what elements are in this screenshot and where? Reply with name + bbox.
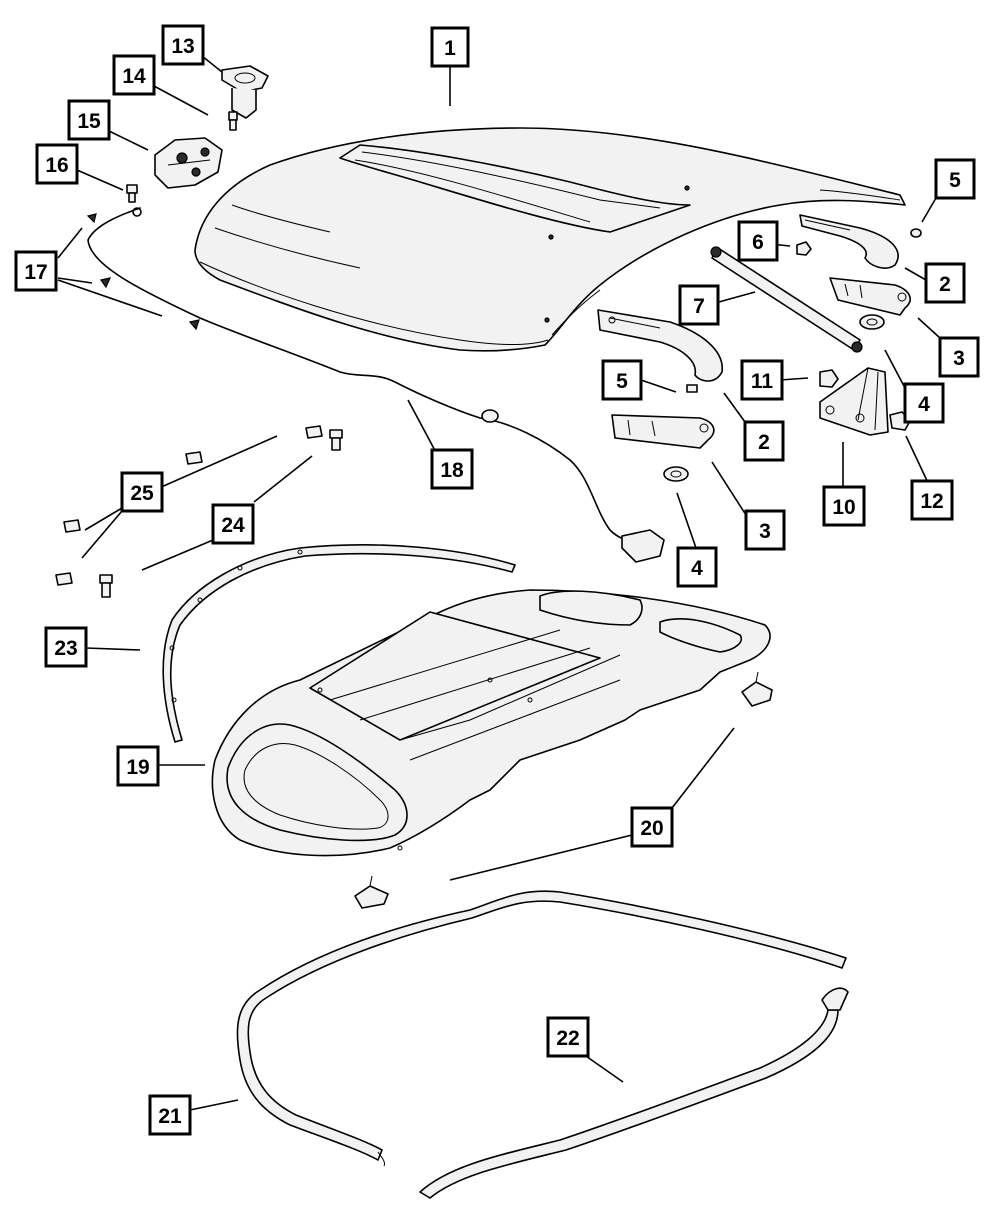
callout-25: 25: [120, 471, 164, 513]
callout-10: 10: [822, 485, 866, 527]
bracket-part10: [819, 367, 889, 436]
hinge-left-part2: [597, 309, 723, 382]
svg-text:5: 5: [616, 370, 628, 393]
svg-text:5: 5: [949, 169, 961, 192]
svg-text:4: 4: [691, 557, 703, 580]
front-seal-part21: [236, 890, 847, 1167]
svg-text:2: 2: [758, 431, 770, 454]
svg-text:10: 10: [832, 496, 855, 519]
callout-14: 14: [112, 54, 156, 96]
leader-lines: [57, 55, 941, 1111]
hood-latch-part15: [154, 137, 223, 189]
callout-23: 23: [44, 626, 88, 668]
nut-part11: [819, 369, 839, 388]
callout-19: 19: [116, 745, 160, 787]
svg-text:15: 15: [77, 110, 101, 133]
callout-1: 1: [430, 26, 470, 68]
screws-part24: [99, 429, 343, 598]
svg-text:24: 24: [221, 514, 245, 537]
clips-part25: [55, 425, 323, 586]
hood-panel: [194, 127, 906, 352]
hood-bumper-part13: [221, 65, 269, 119]
callout-5-right: 5: [934, 158, 976, 200]
callout-22: 22: [546, 1016, 590, 1058]
svg-text:4: 4: [918, 393, 930, 416]
seal-strip-part23: [162, 544, 516, 743]
callout-17: 17: [14, 250, 58, 292]
svg-text:20: 20: [640, 817, 663, 840]
release-cable-part18: [87, 207, 665, 563]
nut-right-part5: [910, 228, 922, 238]
cable-clips-part17: [86, 213, 200, 331]
nut-part6: [796, 241, 812, 256]
callout-16: 16: [35, 143, 79, 185]
hood-inner-panel-part19: [211, 589, 771, 857]
callout-5-left: 5: [601, 359, 643, 401]
svg-text:11: 11: [751, 370, 774, 393]
callout-7: 7: [678, 284, 720, 326]
bolt-part16: [126, 184, 138, 203]
callout-20: 20: [630, 806, 674, 848]
svg-text:13: 13: [171, 35, 194, 58]
callout-12: 12: [910, 479, 954, 521]
callout-4-right-washer: 4: [903, 382, 945, 424]
svg-text:6: 6: [752, 231, 764, 254]
callout-2-right-hinge: 2: [924, 262, 966, 304]
washer-left-part4: [663, 466, 689, 482]
hinge-right-part2: [799, 214, 899, 269]
svg-text:21: 21: [158, 1105, 182, 1128]
hinge-base-left-part3: [611, 414, 715, 449]
svg-text:16: 16: [45, 154, 68, 177]
svg-text:17: 17: [24, 261, 47, 284]
svg-text:23: 23: [54, 637, 77, 660]
svg-text:25: 25: [130, 482, 154, 505]
svg-text:3: 3: [759, 520, 771, 543]
svg-text:12: 12: [920, 490, 943, 513]
svg-text:1: 1: [444, 37, 456, 60]
callout-3-right-base: 3: [938, 336, 980, 378]
push-clips-part20: [354, 671, 773, 909]
hood-prop-rod-part7: [710, 246, 863, 353]
callout-13: 13: [161, 24, 205, 66]
svg-text:19: 19: [126, 756, 149, 779]
washer-right-part4: [859, 314, 885, 330]
svg-text:3: 3: [953, 347, 965, 370]
hinge-base-right-part3: [829, 277, 911, 316]
callout-4-left-washer: 4: [676, 546, 718, 588]
callout-21: 21: [148, 1094, 192, 1136]
svg-text:7: 7: [693, 295, 705, 318]
callout-3-left-base: 3: [744, 509, 786, 551]
callout-2-left-hinge: 2: [743, 420, 785, 462]
callout-6: 6: [737, 220, 779, 262]
callout-11: 11: [740, 359, 784, 401]
callout-24: 24: [211, 503, 255, 545]
svg-text:2: 2: [939, 273, 951, 296]
svg-text:18: 18: [440, 459, 464, 482]
bolt-part14: [228, 111, 238, 131]
bolt-left-part5: [686, 384, 698, 393]
svg-text:14: 14: [122, 65, 146, 88]
callout-18: 18: [430, 448, 474, 490]
svg-text:22: 22: [556, 1027, 579, 1050]
rear-seal-part22: [419, 987, 849, 1199]
callout-15: 15: [67, 99, 111, 141]
